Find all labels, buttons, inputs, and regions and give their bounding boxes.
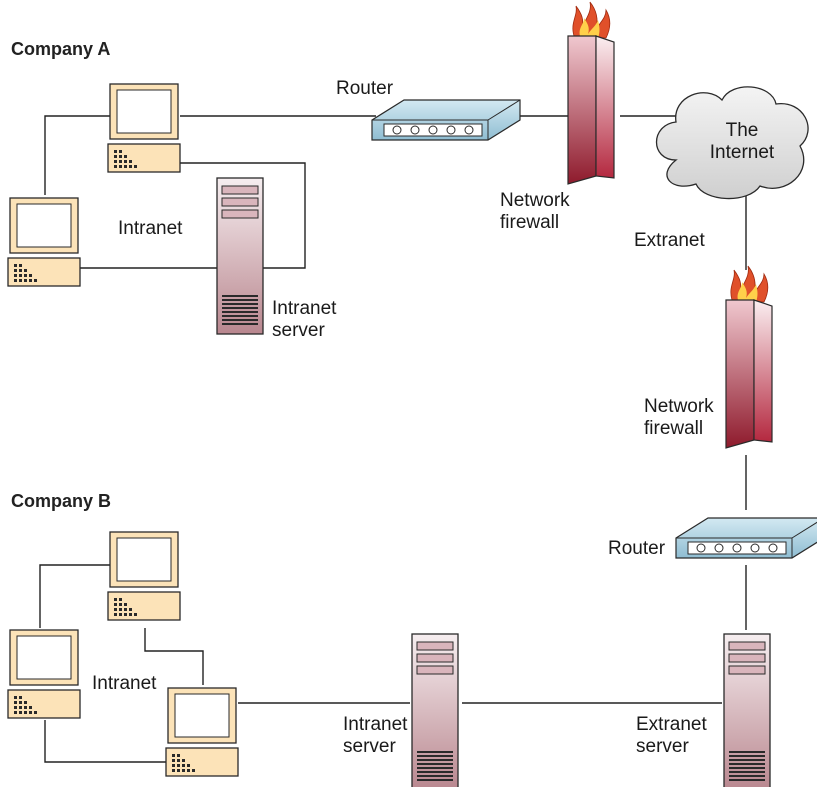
company-a-intranet-label: Intranet bbox=[118, 218, 183, 239]
company-a-firewall-label: Network firewall bbox=[500, 190, 570, 233]
connection-lines bbox=[39, 115, 747, 763]
company-b-network-firewall[interactable] bbox=[725, 265, 773, 449]
company-b-extranet-server[interactable] bbox=[723, 633, 771, 787]
company-b-router-label: Router bbox=[608, 538, 666, 559]
company-b-extranet-server-label: Extranet server bbox=[636, 714, 707, 757]
extranet-label: Extranet bbox=[634, 230, 705, 251]
company-b-intranet-server[interactable] bbox=[411, 633, 459, 787]
company-a-intranet-server-label: Intranet server bbox=[272, 298, 337, 341]
company-a-router-label: Router bbox=[336, 78, 394, 99]
company-a-title: Company A bbox=[11, 39, 111, 59]
company-b-computer-top[interactable] bbox=[107, 531, 181, 621]
company-b-firewall-label: Network firewall bbox=[644, 396, 714, 439]
internet-cloud[interactable] bbox=[655, 86, 809, 200]
internet-label: The Internet bbox=[709, 120, 775, 163]
company-b-computer-left[interactable] bbox=[7, 629, 81, 719]
company-a-router[interactable] bbox=[371, 99, 521, 141]
company-b-router[interactable] bbox=[675, 517, 817, 559]
company-b-intranet-server-label: Intranet server bbox=[343, 714, 408, 757]
company-b-intranet-label: Intranet bbox=[92, 673, 157, 694]
company-a-computer-left[interactable] bbox=[7, 197, 81, 287]
company-b-computer-right[interactable] bbox=[165, 687, 239, 777]
company-b-title: Company B bbox=[11, 491, 112, 511]
company-a-intranet-server[interactable] bbox=[216, 177, 264, 335]
cloud-icon bbox=[655, 86, 809, 200]
company-a-network-firewall[interactable] bbox=[567, 1, 615, 185]
company-a-computer-top[interactable] bbox=[107, 83, 181, 173]
